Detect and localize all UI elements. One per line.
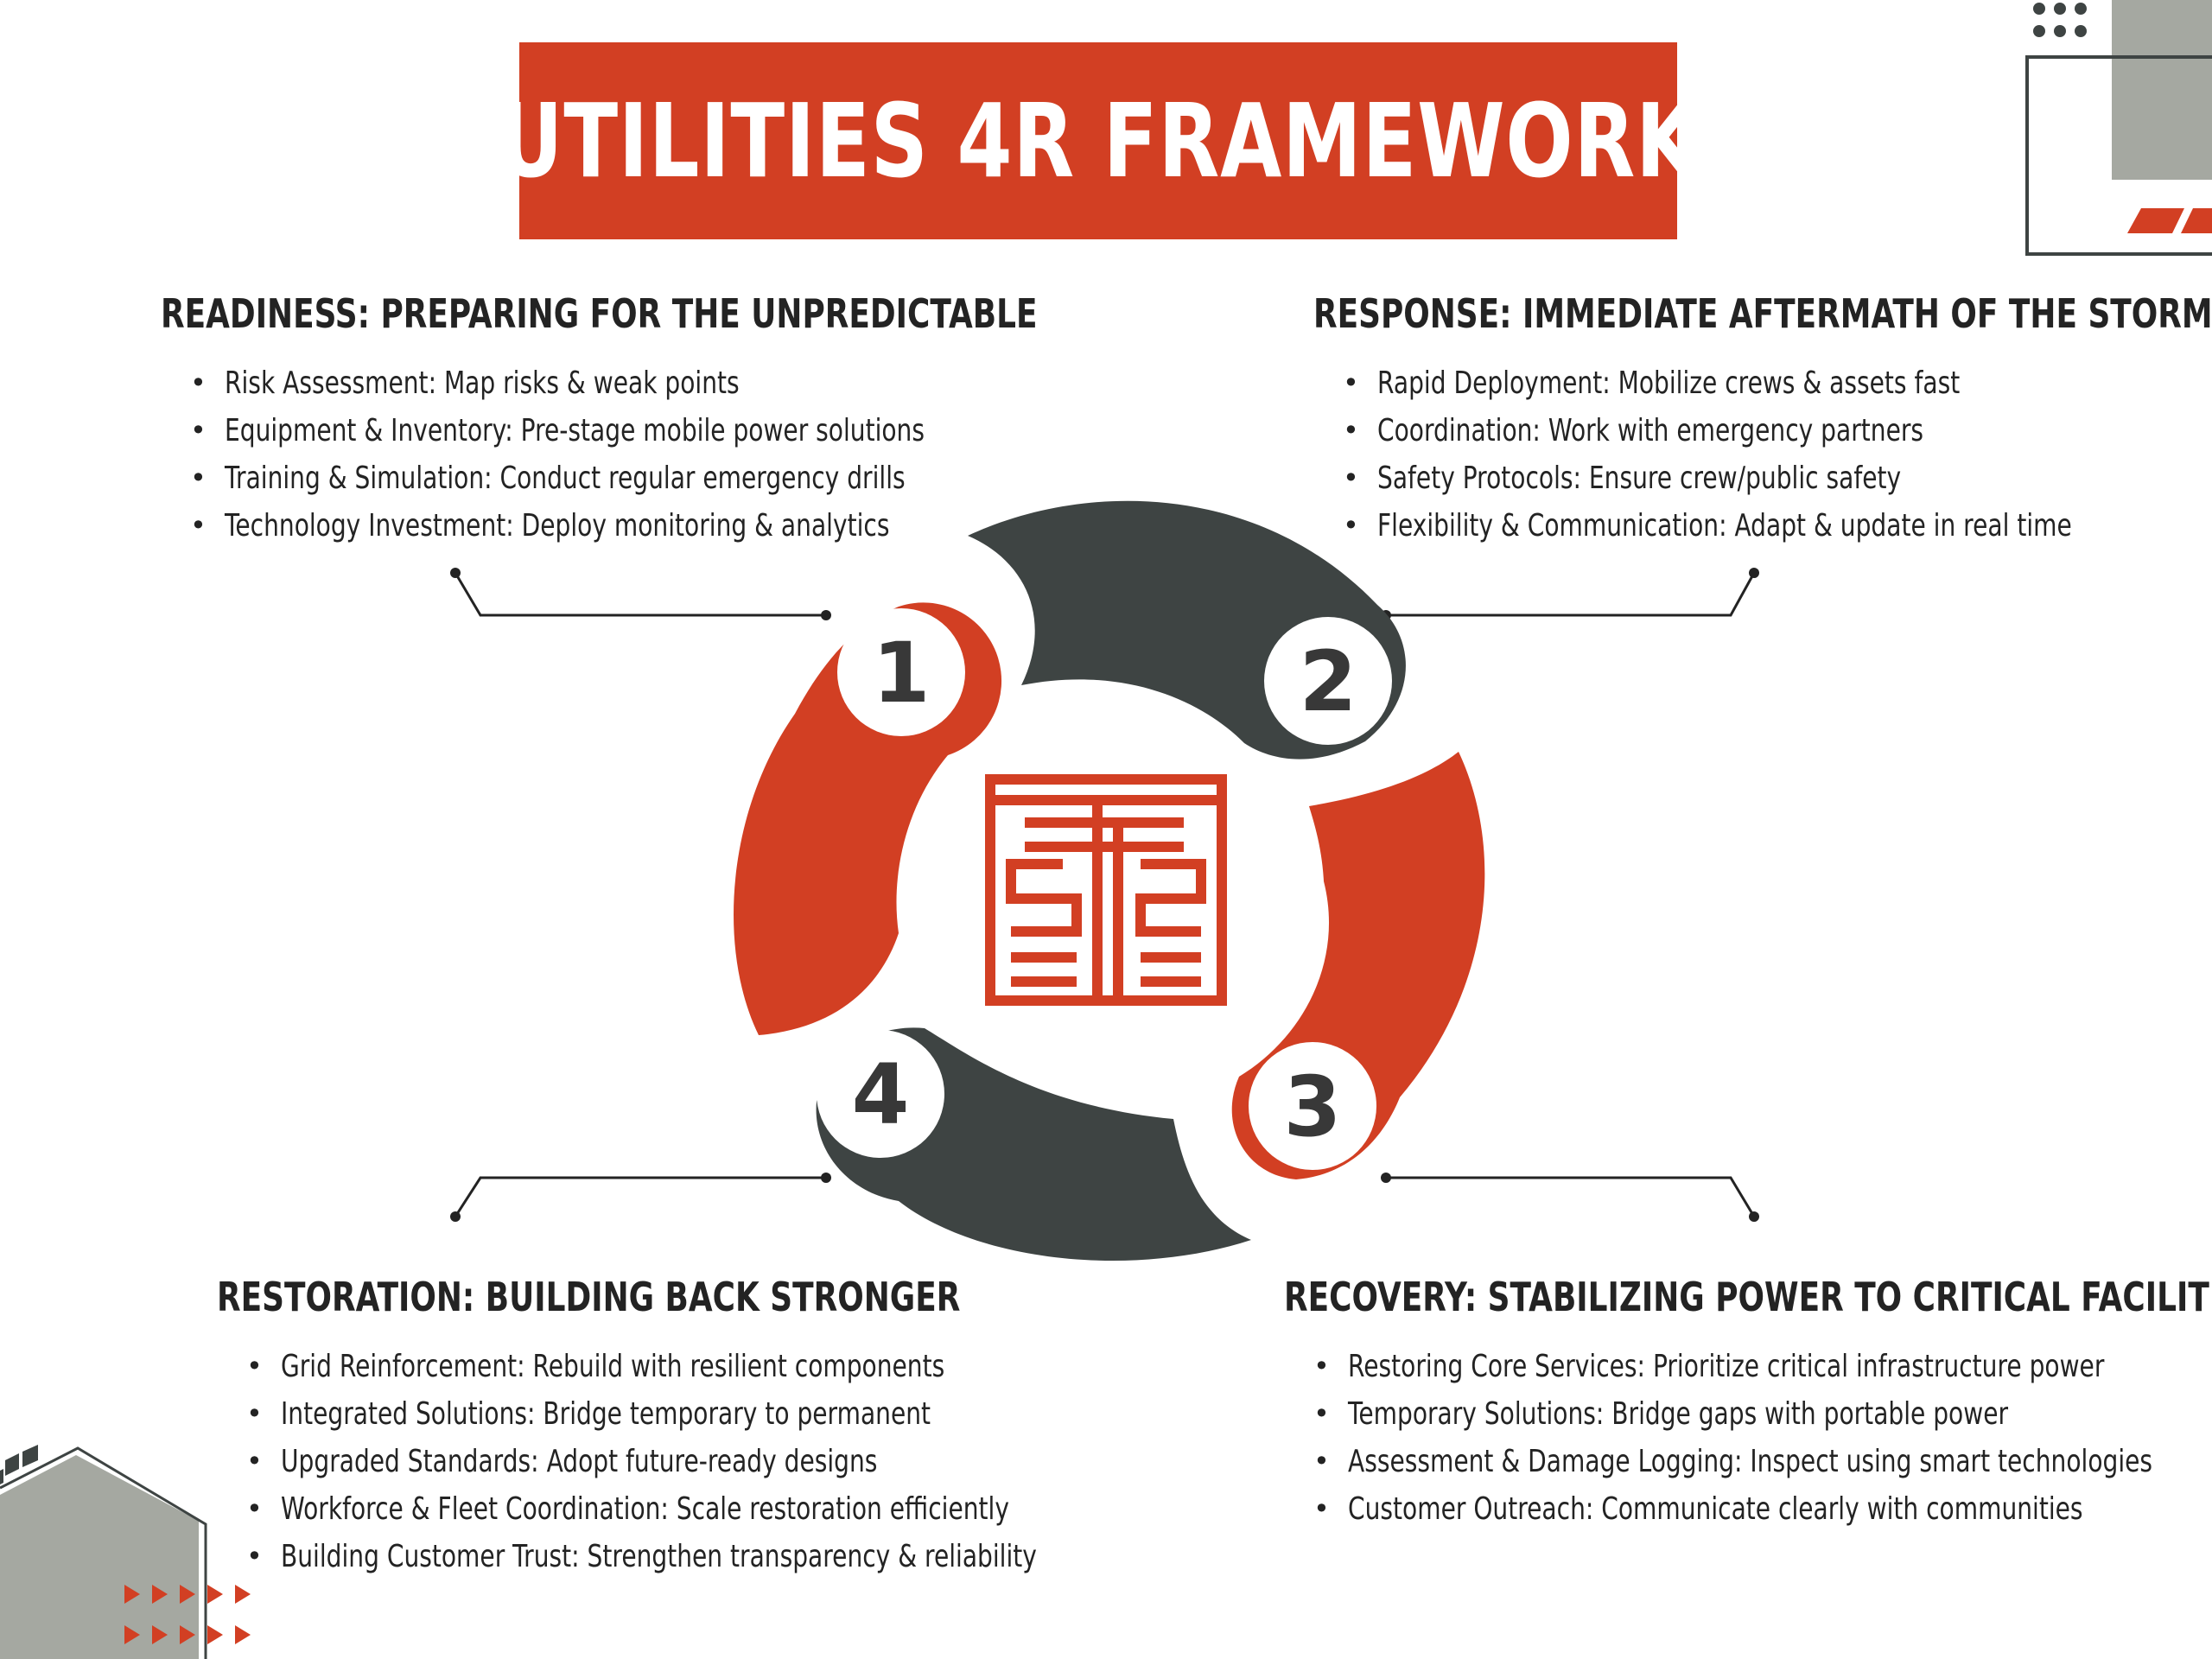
section-heading: RECOVERY: STABILIZING POWER TO CRITICAL … — [1284, 1274, 2212, 1320]
list-item: Restoring Core Services: Prioritize crit… — [1313, 1343, 2212, 1390]
step-number-4: 4 — [852, 1046, 910, 1143]
step-badge-1: 1 — [837, 608, 965, 736]
section-readiness: READINESS: PREPARING FOR THE UNPREDICTAB… — [161, 290, 1285, 550]
list-item: Flexibility & Communication: Adapt & upd… — [1343, 502, 2212, 550]
list-item: Rapid Deployment: Mobilize crews & asset… — [1343, 359, 2212, 407]
section-recovery: RECOVERY: STABILIZING POWER TO CRITICAL … — [1284, 1274, 2212, 1533]
section-heading: READINESS: PREPARING FOR THE UNPREDICTAB… — [161, 290, 1038, 337]
step-badge-2: 2 — [1264, 617, 1392, 745]
list-item: Grid Reinforcement: Rebuild with resilie… — [246, 1343, 1250, 1390]
bullet-list: Rapid Deployment: Mobilize crews & asset… — [1313, 359, 2212, 550]
section-heading: RESTORATION: BUILDING BACK STRONGER — [217, 1274, 961, 1320]
list-item: Building Customer Trust: Strengthen tran… — [246, 1533, 1250, 1580]
corner-decoration-top-right — [2025, 0, 2212, 256]
list-item: Temporary Solutions: Bridge gaps with po… — [1313, 1390, 2212, 1438]
bullet-list: Risk Assessment: Map risks & weak points… — [161, 359, 1285, 550]
list-item: Training & Simulation: Conduct regular e… — [190, 454, 1285, 502]
list-item: Equipment & Inventory: Pre-stage mobile … — [190, 407, 1285, 454]
list-item: Technology Investment: Deploy monitoring… — [190, 502, 1285, 550]
step-number-2: 2 — [1300, 633, 1357, 730]
list-item: Workforce & Fleet Coordination: Scale re… — [246, 1485, 1250, 1533]
list-item: Upgraded Standards: Adopt future-ready d… — [246, 1438, 1250, 1485]
bullet-list: Restoring Core Services: Prioritize crit… — [1284, 1343, 2212, 1533]
page-title: UTILITIES 4R FRAMEWORK — [498, 81, 1699, 200]
bullet-list: Grid Reinforcement: Rebuild with resilie… — [217, 1343, 1250, 1580]
list-item: Integrated Solutions: Bridge temporary t… — [246, 1390, 1250, 1438]
step-badge-3: 3 — [1249, 1042, 1376, 1170]
section-response: RESPONSE: IMMEDIATE AFTERMATH OF THE STO… — [1313, 290, 2212, 550]
section-heading: RESPONSE: IMMEDIATE AFTERMATH OF THE STO… — [1313, 290, 2212, 337]
list-item: Coordination: Work with emergency partne… — [1343, 407, 2212, 454]
list-item: Assessment & Damage Logging: Inspect usi… — [1313, 1438, 2212, 1485]
list-item: Customer Outreach: Communicate clearly w… — [1313, 1485, 2212, 1533]
step-badge-4: 4 — [817, 1030, 944, 1158]
list-item: Risk Assessment: Map risks & weak points — [190, 359, 1285, 407]
title-banner: UTILITIES 4R FRAMEWORK — [499, 42, 1697, 239]
company-logo-mark — [985, 774, 1227, 1006]
section-restoration: RESTORATION: BUILDING BACK STRONGER Grid… — [217, 1274, 1250, 1580]
corner-decoration-bottom-left — [0, 1445, 251, 1659]
list-item: Safety Protocols: Ensure crew/public saf… — [1343, 454, 2212, 502]
step-number-3: 3 — [1284, 1058, 1342, 1155]
step-number-1: 1 — [873, 625, 931, 721]
connector-lines — [454, 572, 1756, 1217]
